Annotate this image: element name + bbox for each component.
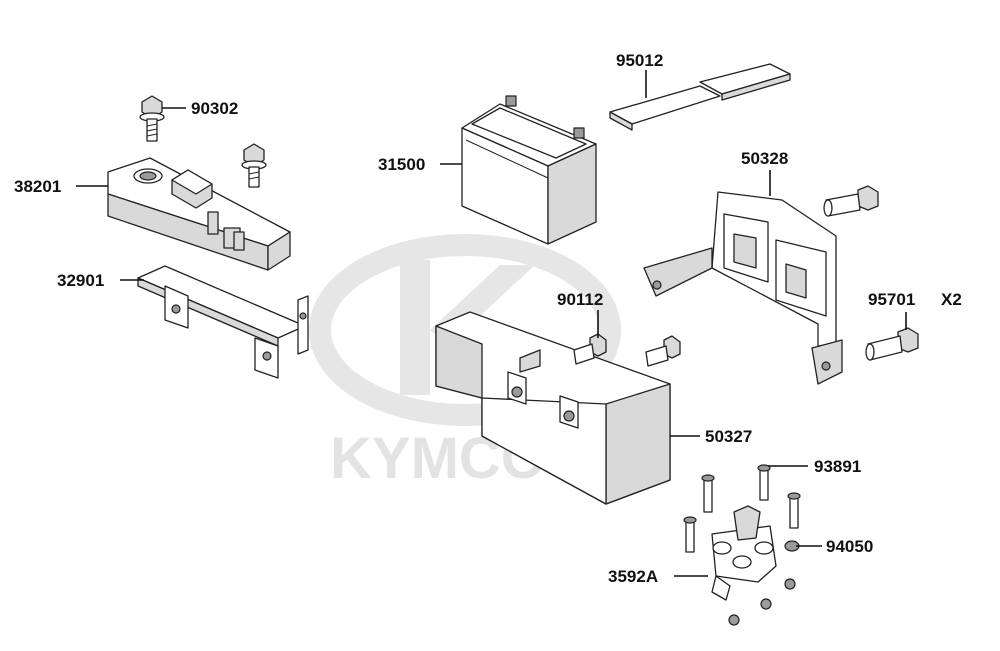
label-50328: 50328 [741,149,788,168]
label-32901: 32901 [57,271,104,290]
callout-leader-lines [76,70,907,577]
part-32901-plate [137,265,309,379]
part-50328-bracket [643,191,843,385]
screw-icon [787,492,801,529]
label-94050: 94050 [826,537,873,556]
label-90112: 90112 [557,290,603,309]
part-38201-bracket [107,157,291,271]
bolt-95701-icon [823,185,879,217]
bolt-icon [241,143,267,188]
bolt-icon [645,335,681,367]
part-3592a-starter-relay [711,505,796,626]
part-95012-pad [609,63,791,131]
label-qty-95701: X2 [941,290,962,309]
label-31500: 31500 [378,155,425,174]
bolt-95701-icon [865,327,919,361]
part-50327-tray [435,311,671,505]
label-95012: 95012 [616,51,663,70]
label-95701: 95701 [868,290,915,309]
screw-icon [701,474,715,513]
bolt-90302-icon [139,95,165,142]
label-50327: 50327 [705,427,752,446]
label-38201: 38201 [14,177,61,196]
label-93891: 93891 [814,457,861,476]
part-31500-battery [461,95,597,245]
screw-93891-icon [757,464,771,501]
label-90302: 90302 [191,99,238,118]
screw-icon [683,516,697,553]
label-3592a: 3592A [608,567,658,586]
